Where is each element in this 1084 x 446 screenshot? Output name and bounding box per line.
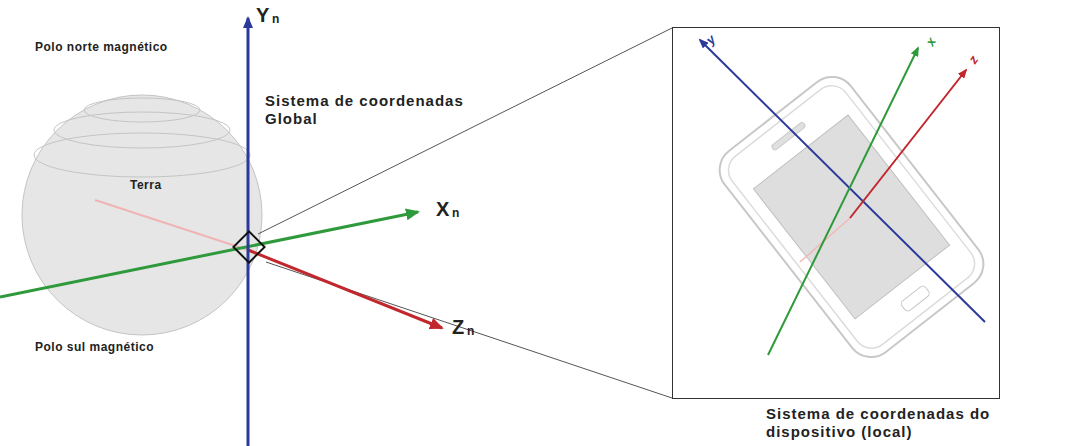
- system-title: Sistema de coordenadas Global: [265, 92, 500, 128]
- device-inset: yxzSistema de coordenadas do dispositivo…: [672, 27, 1000, 399]
- device-z-axis: [850, 70, 966, 218]
- axis-name: x: [922, 35, 939, 49]
- axis-subscript: n: [272, 12, 279, 26]
- axis-name: z: [965, 53, 981, 67]
- pole-label: Polo norte magnético: [35, 40, 168, 54]
- phone-drawing: [710, 67, 993, 366]
- device-marker: [233, 231, 264, 262]
- device-y-axis: [700, 40, 985, 322]
- z-axis: [248, 250, 442, 328]
- axis-subscript: n: [467, 324, 474, 338]
- axis-name: Z: [452, 316, 464, 339]
- axis-name: y: [703, 32, 719, 48]
- x-axis: [0, 212, 418, 297]
- axis-subscript: n: [452, 206, 459, 220]
- axis-name: X: [436, 198, 449, 221]
- system-title: Sistema de coordenadas do dispositivo (l…: [766, 405, 1006, 441]
- device-x-axis: [768, 48, 918, 355]
- earth-globe: [22, 95, 262, 335]
- axis-name: Y: [256, 4, 269, 27]
- pole-label: Polo sul magnético: [35, 340, 154, 354]
- earth-label: Terra: [130, 178, 162, 192]
- zoom-line: [258, 28, 672, 234]
